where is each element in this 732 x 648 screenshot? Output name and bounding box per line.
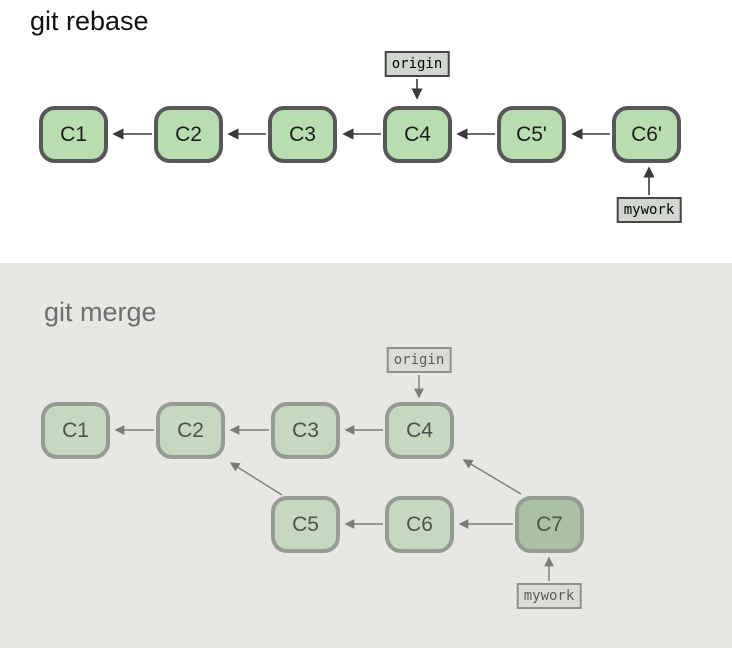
rebase-commit-c2: C2 bbox=[154, 106, 223, 163]
rebase-mywork-ref-tag: mywork bbox=[616, 197, 682, 223]
rebase-title: git rebase bbox=[30, 6, 149, 36]
rebase-commit-c5-prime: C5' bbox=[497, 106, 566, 163]
merge-commit-c3: C3 bbox=[271, 402, 340, 459]
rebase-commit-c3: C3 bbox=[268, 106, 337, 163]
merge-commit-c5: C5 bbox=[271, 496, 340, 553]
merge-commit-c1: C1 bbox=[41, 402, 110, 459]
rebase-origin-ref-tag: origin bbox=[384, 51, 450, 77]
merge-panel-background bbox=[0, 263, 732, 648]
rebase-commit-c6-prime: C6' bbox=[612, 106, 681, 163]
merge-mywork-ref-tag: mywork bbox=[516, 583, 582, 609]
merge-edge-C7-to-C4 bbox=[462, 459, 522, 495]
merge-title: git merge bbox=[44, 297, 157, 327]
rebase-commit-c1: C1 bbox=[39, 106, 108, 163]
merge-commit-c4: C4 bbox=[385, 402, 454, 459]
merge-edge-C5-to-C2 bbox=[229, 462, 283, 496]
merge-commit-c2: C2 bbox=[156, 402, 225, 459]
rebase-commit-c4: C4 bbox=[383, 106, 452, 163]
merge-commit-c7: C7 bbox=[515, 496, 584, 553]
merge-origin-ref-tag: origin bbox=[386, 347, 452, 373]
merge-commit-c6: C6 bbox=[385, 496, 454, 553]
